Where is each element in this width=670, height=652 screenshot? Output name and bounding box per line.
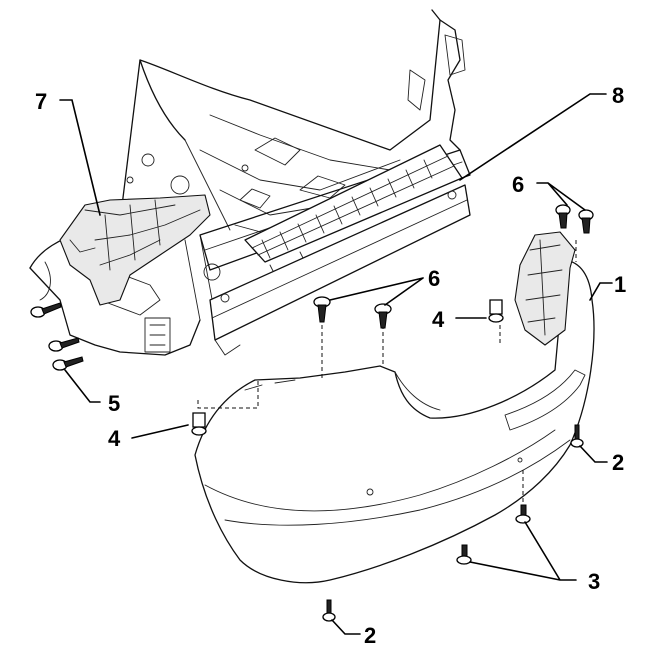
callout-7: 7 [35, 89, 47, 114]
callout-1: 1 [614, 272, 626, 297]
left-guide-bracket [59, 194, 211, 306]
callout-4-left: 4 [108, 426, 121, 451]
callout-3: 3 [588, 569, 600, 594]
clip-6-d [578, 209, 594, 234]
callout-2-bottom: 2 [364, 623, 376, 648]
callout-6-right: 6 [512, 172, 524, 197]
screw-5-c [52, 356, 84, 371]
clip-nut-4-b [191, 412, 207, 436]
right-guide-bracket [514, 231, 576, 346]
callout-8: 8 [612, 83, 624, 108]
clip-6-a [313, 296, 331, 323]
screw-2-a [570, 424, 584, 448]
clip-nut-4-a [488, 299, 504, 323]
clip-6-b [374, 303, 392, 329]
clip-6-c [555, 204, 571, 229]
screw-3-a [515, 504, 531, 524]
callout-2-right: 2 [612, 450, 624, 475]
bumper-cover [194, 259, 595, 584]
callout-5: 5 [108, 391, 120, 416]
leader-lines [59, 93, 613, 635]
impact-bar [209, 184, 471, 356]
screw-5-b [48, 337, 80, 352]
screw-3-b [456, 544, 472, 565]
mounting-guides [197, 240, 577, 505]
callout-6-center: 6 [428, 266, 440, 291]
screw-2-b [322, 599, 336, 622]
screw-5-a [30, 302, 62, 318]
callout-4-right: 4 [432, 307, 445, 332]
